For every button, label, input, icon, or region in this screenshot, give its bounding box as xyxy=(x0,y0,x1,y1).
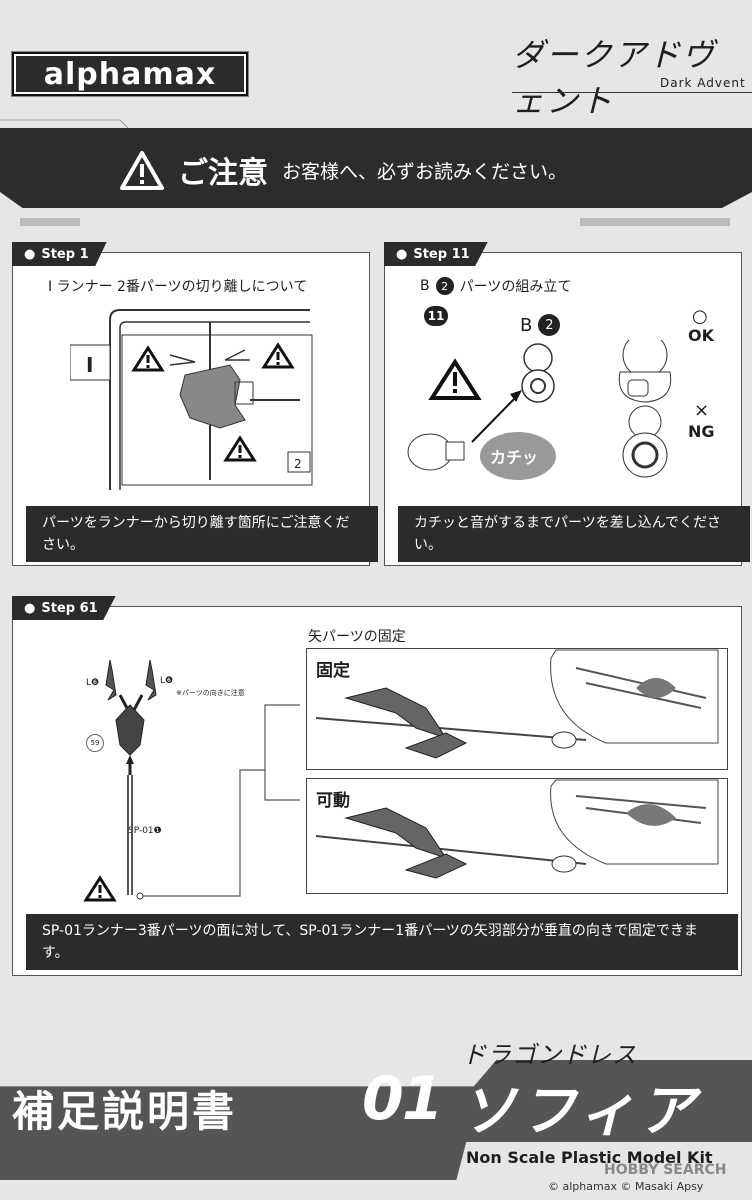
step11-part-letter: B xyxy=(520,314,533,336)
movable-label: 可動 xyxy=(316,791,350,811)
step1-note: パーツをランナーから切り離す箇所にご注意ください。 xyxy=(26,506,378,562)
click-label: カチッ xyxy=(490,448,538,467)
watermark-text: HOBBY SEARCH xyxy=(604,1162,727,1178)
step61-sp-label: SP-01❶ xyxy=(128,826,162,836)
ok-mark: ○ xyxy=(692,306,708,327)
step61-note: SP-01ランナー3番パーツの面に対して、SP-01ランナー1番パーツの矢羽部分… xyxy=(26,914,738,970)
step11-heading-suffix: パーツの組み立て xyxy=(459,279,572,295)
fixed-label: 固定 xyxy=(316,661,350,681)
nipper-icon xyxy=(224,349,250,361)
ng-label: NG xyxy=(688,422,715,441)
step11-tag: ●Step 11 xyxy=(384,242,488,266)
step1-runner-letter: I xyxy=(86,353,93,377)
step1-runner-diagram: I 2 xyxy=(70,309,313,490)
step11-heading-num: 2 xyxy=(435,277,454,295)
step61-tag-label: Step 61 xyxy=(41,600,98,616)
warning-icon xyxy=(428,358,482,400)
caution-banner-text: ご注意 お客様へ、必ずお読みください。 xyxy=(120,148,567,192)
step1-part-number: 2 xyxy=(294,457,302,471)
header-divider xyxy=(512,92,752,93)
product-name: ソフィア xyxy=(460,1079,699,1144)
copyright: © alphamax © Masaki Apsy xyxy=(548,1180,704,1193)
series-title-jp: ダークアドヴェント xyxy=(512,36,717,120)
step1-tag: ●Step 1 xyxy=(12,242,107,266)
ok-label: OK xyxy=(688,326,714,345)
step11-part-label: B 2 xyxy=(520,314,561,336)
step11-tag-label: Step 11 xyxy=(413,246,470,262)
ng-mark: × xyxy=(694,400,710,421)
series-title-en: Dark Advent xyxy=(660,76,746,90)
step11-assembly-diagram: カチッ xyxy=(407,340,672,480)
warning-icon xyxy=(261,342,295,369)
step11-heading-prefix: B xyxy=(420,278,430,294)
warning-icon xyxy=(223,435,257,462)
step11-part-num: 2 xyxy=(538,314,561,336)
footer-series-name: ドラゴンドレス xyxy=(462,1041,637,1069)
step11-note: カチッと音がするまでパーツを差し込んでください。 xyxy=(398,506,750,562)
warning-icon xyxy=(131,345,165,372)
manual-title: 補足説明書 xyxy=(12,1087,238,1136)
step1-heading: I ランナー 2番パーツの切り離しについて xyxy=(48,279,308,295)
movable-arrow-diagram xyxy=(315,779,719,879)
step61-small-note: ※パーツの向きに注意 xyxy=(176,689,245,697)
step11-badge: 11 xyxy=(424,306,448,326)
step61-tag: ●Step 61 xyxy=(12,596,116,620)
footer-kit-strip xyxy=(451,1142,752,1200)
step61-heading: 矢パーツの固定 xyxy=(308,629,406,645)
step1-tag-label: Step 1 xyxy=(41,246,89,262)
brand-logo: alphamax xyxy=(12,52,248,96)
caution-subtitle: お客様へ、必ずお読みください。 xyxy=(282,160,568,183)
step61-circle-num: 59 xyxy=(86,734,104,752)
fixed-arrow-diagram xyxy=(315,649,719,759)
product-number: 01 xyxy=(362,1064,443,1134)
warning-icon xyxy=(120,151,164,190)
step61-left-label-a: L❻ xyxy=(86,678,100,688)
nipper-icon xyxy=(169,354,196,366)
caution-banner xyxy=(0,128,752,208)
step61-parts-diagram xyxy=(83,659,300,902)
caution-title: ご注意 xyxy=(178,156,268,191)
kit-type: Non Scale Plastic Model Kit xyxy=(466,1148,713,1167)
step11-heading: B 2 パーツの組み立て xyxy=(420,276,571,296)
step61-left-label-b: L❻ xyxy=(160,676,174,686)
warning-icon xyxy=(83,875,117,902)
